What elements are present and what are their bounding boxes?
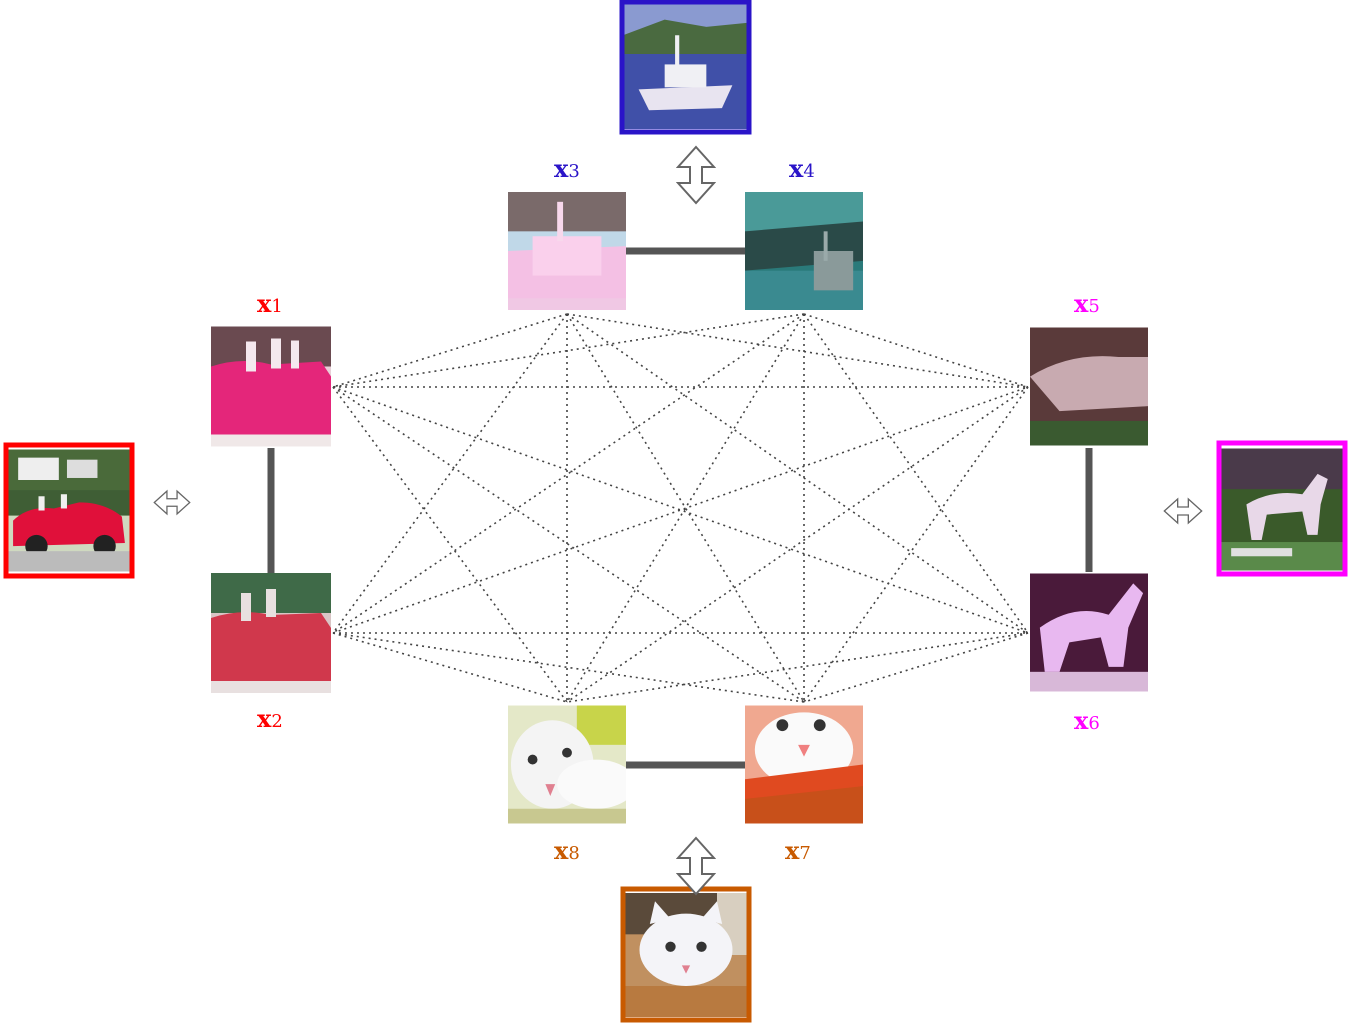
- sample-x5-label: x5: [1074, 289, 1100, 318]
- original-car-image: [3, 442, 135, 579]
- sample-x2-image: [211, 573, 331, 693]
- original-cat-image: [620, 886, 752, 1023]
- cat-augment-arrow-icon: [677, 837, 715, 895]
- sample-x3-image: [508, 192, 626, 310]
- negative-pair-edges: [332, 313, 1029, 703]
- negative-edge-x5-x7: [803, 386, 1029, 703]
- negative-edge-x4-x2: [332, 313, 805, 634]
- sample-x7-label: x7: [785, 836, 811, 865]
- original-horse-image: [1216, 440, 1348, 577]
- sample-x1-image: [211, 326, 331, 447]
- original-boat-image: [619, 0, 752, 135]
- sample-x4-image: [745, 192, 863, 310]
- negative-edge-x2-x8: [332, 632, 568, 703]
- sample-x4-label: x4: [789, 154, 815, 183]
- sample-x8-label: x8: [554, 836, 580, 865]
- negative-edge-x4-x5: [803, 313, 1029, 388]
- negative-edge-x3-x6: [566, 313, 1029, 634]
- sample-x7-image: [745, 705, 863, 824]
- sample-x5-image: [1030, 327, 1148, 446]
- negative-edge-x4-x8: [566, 313, 805, 703]
- sample-x1-label: x1: [257, 289, 283, 318]
- sample-x8-image: [508, 705, 626, 824]
- sample-x2-label: x2: [257, 704, 283, 733]
- positive-pair-edges: [267, 247, 1093, 769]
- boat-augment-arrow-icon: [677, 146, 715, 204]
- negative-edge-x1-x8: [332, 386, 568, 703]
- sample-x3-label: x3: [554, 154, 580, 183]
- negative-edge-x3-x2: [332, 313, 568, 634]
- negative-edge-x1-x7: [332, 386, 805, 703]
- negative-edge-x4-x6: [803, 313, 1029, 634]
- negative-edge-x6-x8: [566, 632, 1029, 703]
- negative-edge-x3-x7: [566, 313, 805, 703]
- sample-x6-label: x6: [1074, 706, 1100, 735]
- sample-x6-image: [1030, 573, 1148, 692]
- negative-edge-x2-x7: [332, 632, 805, 703]
- car-augment-arrow-icon: [153, 489, 191, 516]
- negative-edge-x3-x1: [332, 313, 568, 388]
- horse-augment-arrow-icon: [1163, 497, 1203, 525]
- negative-edge-x6-x7: [803, 632, 1029, 703]
- negative-edge-x4-x1: [332, 313, 805, 388]
